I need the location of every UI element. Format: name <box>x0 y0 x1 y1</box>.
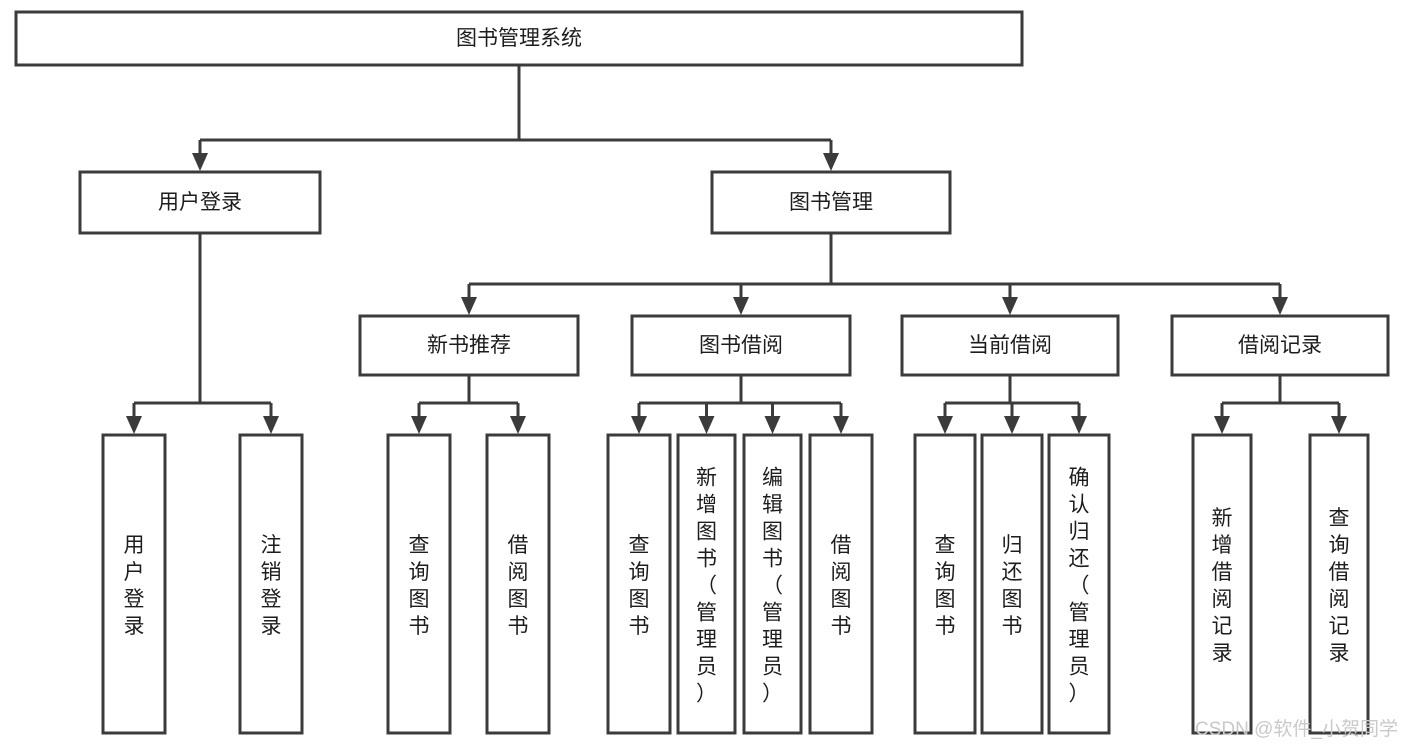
node-box <box>238 433 304 735</box>
node-leaf_10[interactable]: 归还图书 <box>980 433 1044 735</box>
arrow-head-icon <box>461 297 477 315</box>
watermark-label: CSDN @软件_小贺同学 <box>1195 718 1398 740</box>
node-leaf_13[interactable]: 查询借阅记录 <box>1308 433 1370 735</box>
node-label: 查询图书 <box>935 534 956 638</box>
node-leaf_5[interactable]: 查询图书 <box>606 433 672 735</box>
node-label: 新增图书（管理员） <box>696 467 717 706</box>
node-box <box>606 433 672 735</box>
node-box <box>630 314 852 377</box>
node-leaf_7[interactable]: 编辑图书（管理员） <box>742 433 803 735</box>
node-label: 借阅图书 <box>831 534 852 638</box>
node-l2_b[interactable]: 图书借阅 <box>630 314 852 377</box>
node-box <box>710 170 952 235</box>
arrow-head-icon <box>411 416 427 434</box>
arrow-head-icon <box>263 416 279 434</box>
node-label: 查询图书 <box>629 534 650 638</box>
node-box <box>980 433 1044 735</box>
arrow-head-icon <box>192 153 208 171</box>
node-box <box>101 433 167 735</box>
node-leaf_11[interactable]: 确认归还（管理员） <box>1047 433 1111 735</box>
node-label: 新增借阅记录 <box>1212 507 1233 665</box>
node-l2_d[interactable]: 借阅记录 <box>1170 314 1390 377</box>
node-box <box>1191 433 1253 735</box>
arrow-head-icon <box>823 153 839 171</box>
node-label: 确认归还（管理员） <box>1069 467 1090 706</box>
arrow-head-icon <box>1272 297 1288 315</box>
node-label: 归还图书 <box>1002 534 1023 638</box>
arrow-head-icon <box>733 297 749 315</box>
node-label: 用户登录 <box>124 534 145 638</box>
arrow-head-icon <box>126 416 142 434</box>
arrow-head-icon <box>1004 416 1020 434</box>
node-label: 查询借阅记录 <box>1329 507 1350 665</box>
node-l1_b[interactable]: 图书管理 <box>710 170 952 235</box>
node-leaf_8[interactable]: 借阅图书 <box>808 433 874 735</box>
arrow-head-icon <box>1071 416 1087 434</box>
arrow-head-icon <box>1214 416 1230 434</box>
node-label: 借阅记录 <box>1238 334 1322 357</box>
node-label: 查询图书 <box>409 534 430 638</box>
node-box <box>676 433 737 735</box>
node-box <box>900 314 1120 377</box>
node-box <box>913 433 977 735</box>
node-box <box>358 314 580 377</box>
arrow-head-icon <box>833 416 849 434</box>
arrow-head-icon <box>698 416 715 434</box>
arrow-head-icon <box>510 416 526 434</box>
node-leaf_1[interactable]: 用户登录 <box>101 433 167 735</box>
node-box <box>1170 314 1390 377</box>
node-leaf_3[interactable]: 查询图书 <box>386 433 452 735</box>
node-root[interactable]: 图书管理系统 <box>14 10 1024 67</box>
node-label: 借阅图书 <box>508 534 529 638</box>
node-label: 新书推荐 <box>427 334 511 357</box>
node-box <box>742 433 803 735</box>
arrow-head-icon <box>937 416 953 434</box>
node-box <box>14 10 1024 67</box>
node-leaf_4[interactable]: 借阅图书 <box>485 433 551 735</box>
arrow-head-icon <box>764 416 781 434</box>
node-box <box>808 433 874 735</box>
node-label: 当前借阅 <box>968 334 1052 357</box>
node-leaf_9[interactable]: 查询图书 <box>913 433 977 735</box>
node-leaf_2[interactable]: 注销登录 <box>238 433 304 735</box>
node-label: 图书借阅 <box>699 334 783 357</box>
node-label: 用户登录 <box>158 191 242 214</box>
connector-layer <box>126 65 1347 434</box>
node-leaf_6[interactable]: 新增图书（管理员） <box>676 433 737 735</box>
node-box <box>1047 433 1111 735</box>
arrow-head-icon <box>631 416 647 434</box>
node-box <box>386 433 452 735</box>
node-box <box>78 170 322 235</box>
node-label: 编辑图书（管理员） <box>762 467 783 706</box>
node-label: 图书管理系统 <box>456 27 582 50</box>
node-l2_a[interactable]: 新书推荐 <box>358 314 580 377</box>
node-layer: 图书管理系统用户登录图书管理新书推荐图书借阅当前借阅借阅记录用户登录注销登录查询… <box>14 10 1390 735</box>
node-label: 图书管理 <box>789 191 873 214</box>
node-leaf_12[interactable]: 新增借阅记录 <box>1191 433 1253 735</box>
node-l1_a[interactable]: 用户登录 <box>78 170 322 235</box>
node-box <box>1308 433 1370 735</box>
node-l2_c[interactable]: 当前借阅 <box>900 314 1120 377</box>
arrow-head-icon <box>1002 297 1018 315</box>
node-label: 注销登录 <box>261 534 282 638</box>
arrow-head-icon <box>1331 416 1347 434</box>
node-box <box>485 433 551 735</box>
